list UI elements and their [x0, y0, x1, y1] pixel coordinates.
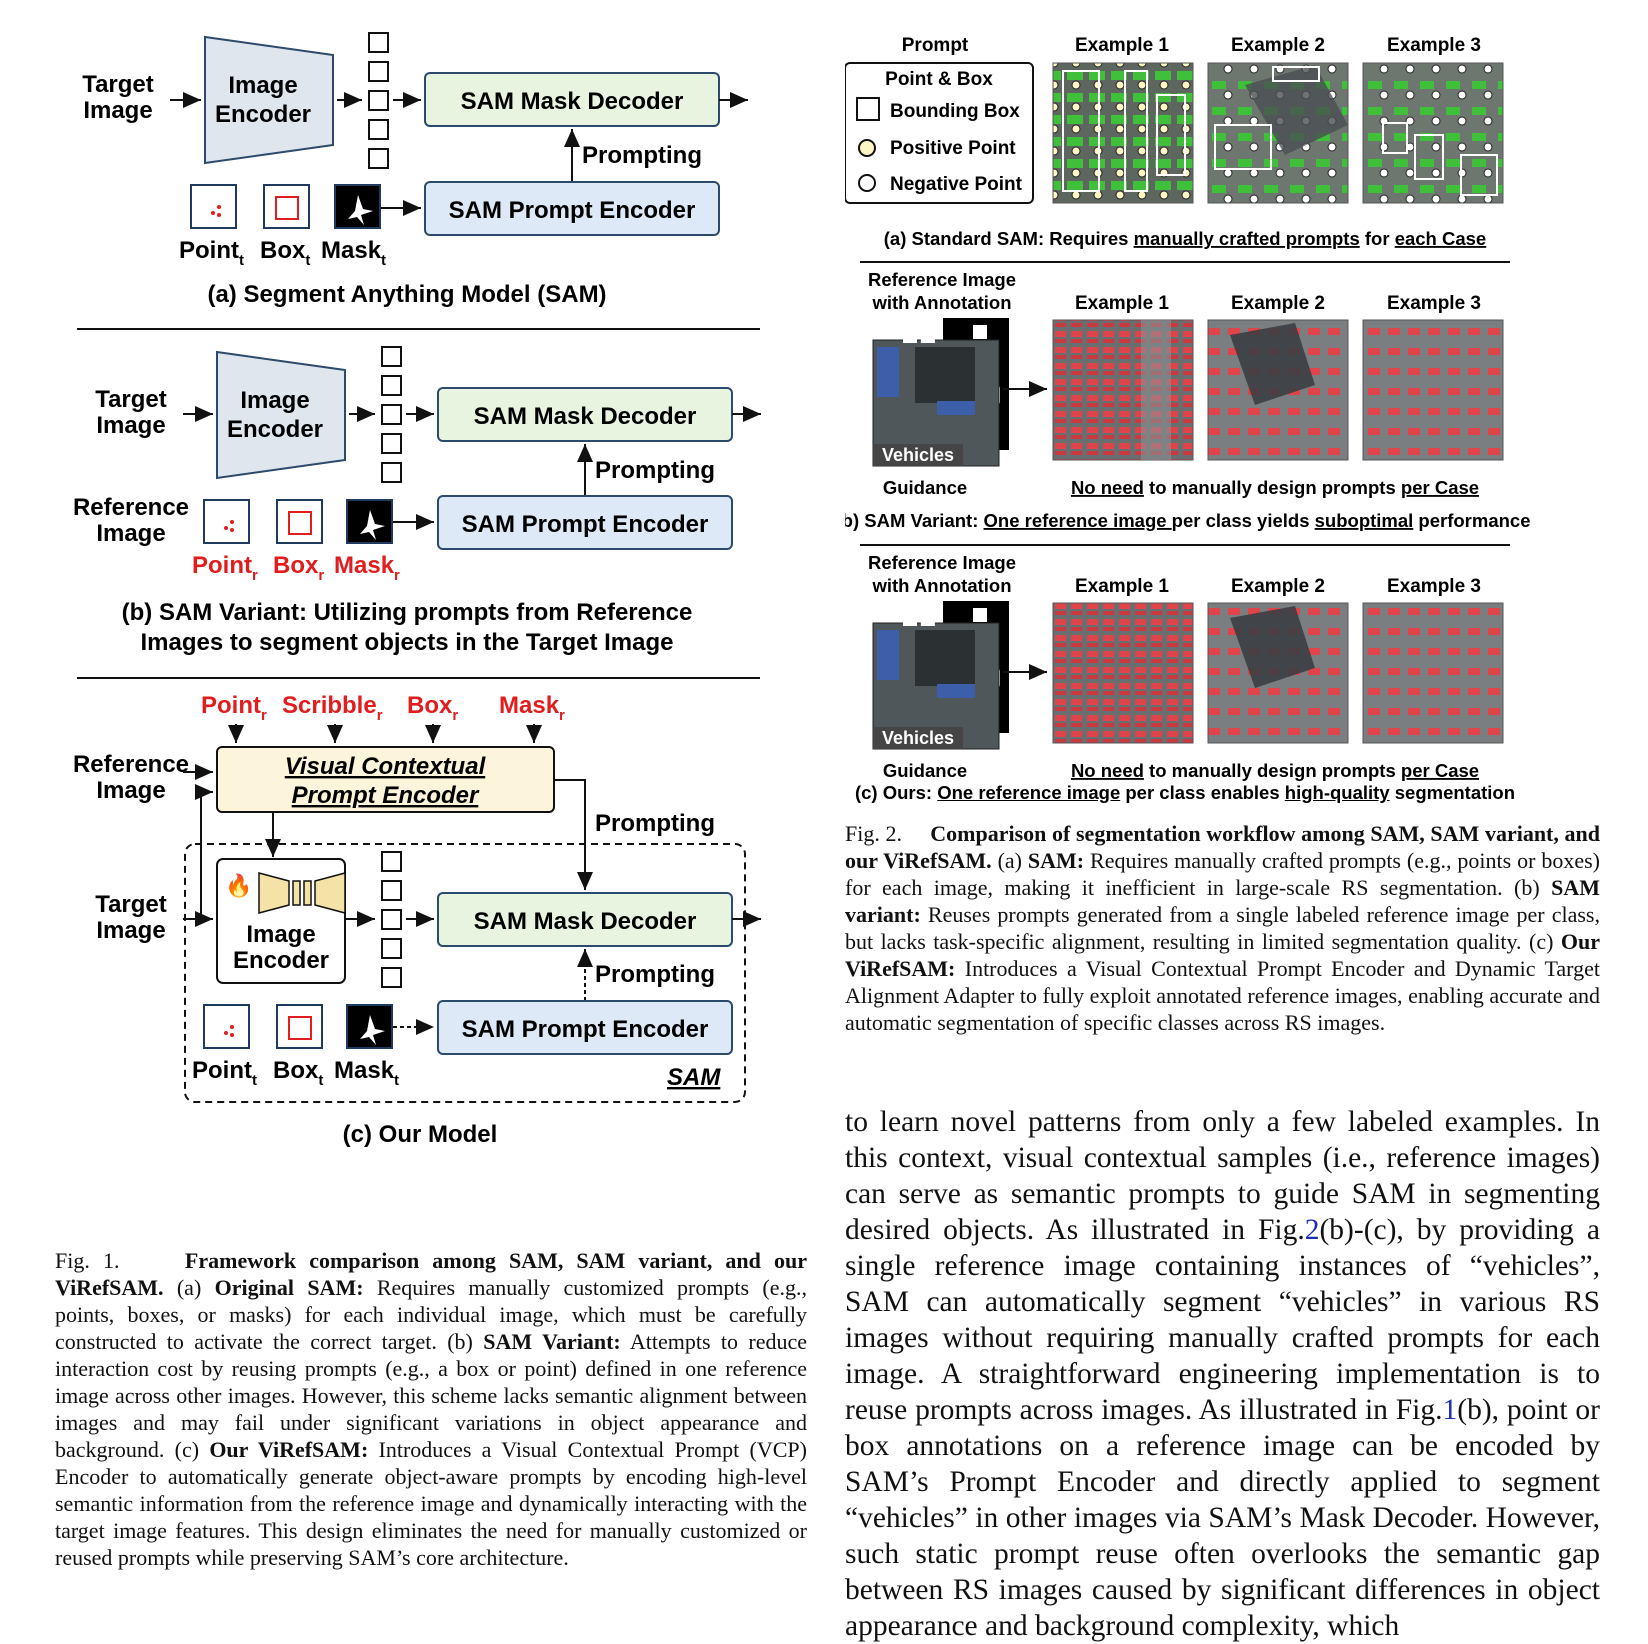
svg-text:Example 3: Example 3: [1387, 576, 1481, 597]
svg-text:Guidance: Guidance: [883, 477, 967, 498]
svg-text:Example 1: Example 1: [1075, 293, 1169, 314]
example-result: [1052, 319, 1194, 461]
point-prompt-thumb: [190, 184, 237, 229]
positive-point-icon: [858, 139, 876, 157]
image-encoder-block: [204, 35, 334, 165]
svg-text:No need to manually design pro: No need to manually design prompts per C…: [1071, 760, 1479, 781]
svg-text:Bounding Box: Bounding Box: [890, 101, 1020, 122]
svg-text:Pointr Boxr Maskr: Pointr Boxr Maskr: [192, 552, 400, 586]
svg-text:Example 3: Example 3: [1387, 35, 1481, 56]
panel-b-title: (b) SAM Variant: Utilizing prompts from …: [122, 599, 693, 656]
body-paragraph: to learn novel patterns from only a few …: [845, 1106, 1600, 1642]
fig2-c-caption: (c) Ours: One reference image per class …: [854, 782, 1516, 803]
svg-text:SAM Prompt Encoder: SAM Prompt Encoder: [449, 197, 696, 224]
svg-text:Example 3: Example 3: [1387, 293, 1481, 314]
svg-text:Prompt: Prompt: [902, 35, 969, 56]
svg-text:Example 2: Example 2: [1231, 293, 1325, 314]
svg-text:Positive Point: Positive Point: [890, 138, 1016, 159]
svg-text:Negative Point: Negative Point: [890, 174, 1023, 195]
svg-text:SAM Mask Decoder: SAM Mask Decoder: [474, 403, 697, 430]
panel-c-title: (c) Our Model: [343, 1121, 498, 1148]
bounding-box-icon: [856, 97, 880, 121]
figure-2-diagram: Prompt Point & Box Bounding Box Positive…: [845, 35, 1531, 781]
svg-text:Prompting: Prompting: [595, 961, 715, 988]
svg-text:Prompting: Prompting: [595, 810, 715, 837]
svg-text:SAM Mask Decoder: SAM Mask Decoder: [474, 908, 697, 935]
box-prompt-thumb: [263, 184, 310, 229]
svg-text:Point & Box: Point & Box: [885, 69, 993, 90]
svg-text:Example 1: Example 1: [1075, 35, 1169, 56]
fig2-b-caption: (b) SAM Variant: One reference image per…: [845, 510, 1531, 531]
figure-2-caption: Fig. 2. Comparison of segmentation workf…: [845, 821, 1600, 1035]
image-encoder-block: [216, 350, 346, 480]
sam-dashed-boundary: [184, 843, 746, 1103]
vehicles-label-bg: [873, 444, 963, 466]
image-encoder-block: [216, 858, 346, 984]
svg-text:Guidance: Guidance: [883, 760, 967, 781]
svg-text:▬ ▬: ▬ ▬: [903, 613, 935, 629]
svg-text:SAM Mask Decoder: SAM Mask Decoder: [461, 88, 684, 115]
example-image: [1052, 62, 1194, 204]
sam-prompt-encoder: [437, 495, 733, 550]
svg-text:Example 2: Example 2: [1231, 35, 1325, 56]
svg-text:Example 2: Example 2: [1231, 576, 1325, 597]
fig2-a-caption: (a) Standard SAM: Requires manually craf…: [884, 228, 1486, 249]
sam-prompt-encoder: [424, 181, 720, 236]
figure-reference-link[interactable]: 1: [1442, 1394, 1458, 1426]
example-result: [1362, 319, 1504, 461]
negative-point-icon: [858, 174, 876, 192]
svg-text:Example 1: Example 1: [1075, 576, 1169, 597]
fire-icon: 🔥: [225, 873, 252, 898]
sam-prompt-encoder: [437, 1000, 733, 1055]
prompting-label: Prompting: [582, 142, 702, 169]
svg-text:Vehicles: Vehicles: [882, 728, 954, 748]
legend-box: [845, 62, 1034, 204]
svg-text:Prompting: Prompting: [595, 457, 715, 484]
fig2-panel-a: Prompt Point & Box Bounding Box Positive…: [845, 35, 1510, 263]
svg-text:Pointr Scribbler B: Pointr Scribbler Boxr Maskr: [201, 692, 565, 726]
token-stack: [368, 32, 389, 169]
example-result: [1052, 602, 1194, 744]
figure-1-caption: Fig. 1. Framework comparison among SAM, …: [55, 1248, 808, 1570]
svg-text:Pointt Boxt Maskt: Pointt Boxt Maskt: [192, 1057, 399, 1091]
svg-text:SAM Prompt Encoder: SAM Prompt Encoder: [462, 511, 709, 538]
svg-text:▬ ▬: ▬ ▬: [903, 330, 935, 346]
sam-label: SAM: [667, 1064, 721, 1091]
panel-a-title: (a) Segment Anything Model (SAM): [207, 281, 606, 308]
svg-text:Vehicles: Vehicles: [882, 445, 954, 465]
example-result: [1362, 602, 1504, 744]
svg-text:Pointt Boxt Maskt: Pointt Boxt Maskt: [179, 237, 386, 271]
svg-text:SAM Prompt Encoder: SAM Prompt Encoder: [462, 1016, 709, 1043]
figure-reference-link[interactable]: 2: [1304, 1214, 1320, 1246]
svg-text:No need to manually design pro: No need to manually design prompts per C…: [1071, 477, 1479, 498]
